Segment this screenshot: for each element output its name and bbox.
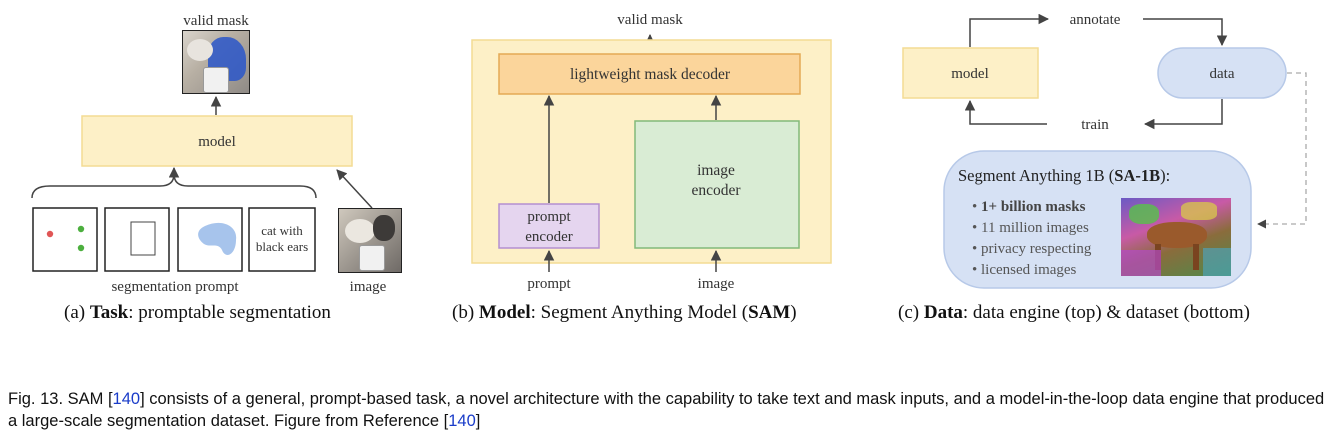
horse-leg [1193,244,1199,270]
prompt-text-line1: cat with [261,223,303,238]
caption-prefix: (a) [64,302,90,323]
train-arrow-right [1143,99,1223,130]
caption-prefix: (b) [452,302,479,323]
caption-end: ) [790,302,797,323]
mask-segment [1121,250,1161,276]
dataset-bullet-list: • 1+ billion masks • 11 million images •… [972,197,1091,281]
basket-shape [359,245,385,271]
mask-decoder-label: lightweight mask decoder [570,66,731,83]
panel-b-caption: (b) Model: Segment Anything Model (SAM) [452,302,797,324]
mask-segment [1203,248,1231,276]
prompt-points-box [32,207,98,272]
train-label: train [1081,117,1109,133]
train-arrow-left [964,99,1047,125]
dataset-bullet-item: • 11 million images [972,220,1089,236]
figure-caption-text: Fig. 13. SAM [ [8,390,113,408]
dataset-title-suffix: ): [1160,166,1171,185]
panel-a-task: valid mask model cat with black ears seg… [31,13,387,295]
prompt-encoder-box [498,203,600,249]
valid-mask-thumbnail [182,30,250,94]
dataset-bullet-text: 1+ billion masks [981,199,1086,215]
panel-c-caption: (c) Data: data engine (top) & dataset (b… [898,302,1250,324]
panel-b-model: valid mask lightweight mask decoder prom… [471,12,832,292]
mask-decoder-box [498,53,801,95]
panel-b-output-label: valid mask [617,12,683,28]
prompt-input-label: prompt [527,276,571,292]
prompt-encoder-line1: prompt [527,209,571,225]
prompt-box-box [104,207,170,272]
image-encoder-box [634,120,800,249]
reference-link[interactable]: 140 [112,390,141,408]
prompt-brace [31,173,317,199]
panel-a-output-label: valid mask [183,13,249,29]
prompt-text-line2: black ears [256,239,308,254]
caption-rest: : data engine (top) & dataset (bottom) [962,302,1250,323]
dataset-sample-image [1121,198,1231,276]
mask-segment [1129,204,1159,224]
dataset-title: Segment Anything 1B (SA-1B): [958,166,1170,186]
cat-shape [187,39,213,61]
panel-c-data-label: data [1210,66,1235,82]
panel-c-data: model data annotate train [902,12,1307,289]
image-encoder-line2: encoder [691,182,741,199]
dataset-bullet-item: • 1+ billion masks [972,199,1086,215]
horse-body [1147,222,1207,248]
bounding-box-prompt [130,221,156,256]
arrow-image-to-model [336,169,373,209]
mask-segment [1181,202,1217,220]
positive-point [77,225,85,233]
panel-a-model-box [81,115,353,167]
panel-a-model-label: model [198,134,236,150]
figure-caption-text: ] consists of a general, prompt-based ta… [8,390,1325,430]
annotate-arrow-right [1143,18,1228,47]
dataset-bullet-item: • licensed images [972,262,1077,278]
annotate-label: annotate [1070,12,1121,28]
basket-shape [203,67,229,93]
positive-point [77,244,85,252]
cat-dark-shape [373,215,395,241]
input-image-thumbnail [338,208,402,273]
caption-bold: Data [923,302,963,323]
panel-a-caption: (a) Task: promptable segmentation [64,302,331,324]
panel-c-model-label: model [951,66,989,82]
image-input-label: image [698,276,735,292]
annotate-arrow-left [969,13,1050,47]
caption-bold: Task [89,302,129,323]
prompt-text-box [248,207,316,272]
cat-shape [345,219,375,243]
caption-bold: SAM [748,302,791,323]
reference-link[interactable]: 140 [448,412,476,430]
dataset-bullet-item: • privacy respecting [972,241,1092,257]
caption-bold: Model [478,302,531,323]
caption-prefix: (c) [898,302,924,323]
dataset-title-prefix: Segment Anything 1B ( [958,166,1115,185]
dataset-bullet-text: privacy respecting [981,241,1092,257]
panel-c-model-box [902,47,1039,99]
prompt-encoder-line2: encoder [525,229,572,245]
mask-prompt-blob [198,222,237,255]
negative-point [46,230,54,238]
panel-c-data-box [1157,47,1287,99]
figure-caption-text: ] [475,412,481,430]
dataset-title-bold: SA-1B [1114,166,1161,185]
dataset-bullet-text: licensed images [981,262,1077,278]
dataset-bullet-text: 11 million images [981,220,1089,236]
caption-mid: : Segment Anything Model ( [530,302,749,323]
dataset-dashed-arrow [1257,72,1307,229]
segmentation-prompt-label: segmentation prompt [111,279,239,295]
figure-caption: Fig. 13. SAM [140] consists of a general… [8,388,1328,432]
image-encoder-line1: image [697,162,735,179]
caption-rest: : promptable segmentation [128,302,331,323]
panel-a-image-label: image [350,279,387,295]
